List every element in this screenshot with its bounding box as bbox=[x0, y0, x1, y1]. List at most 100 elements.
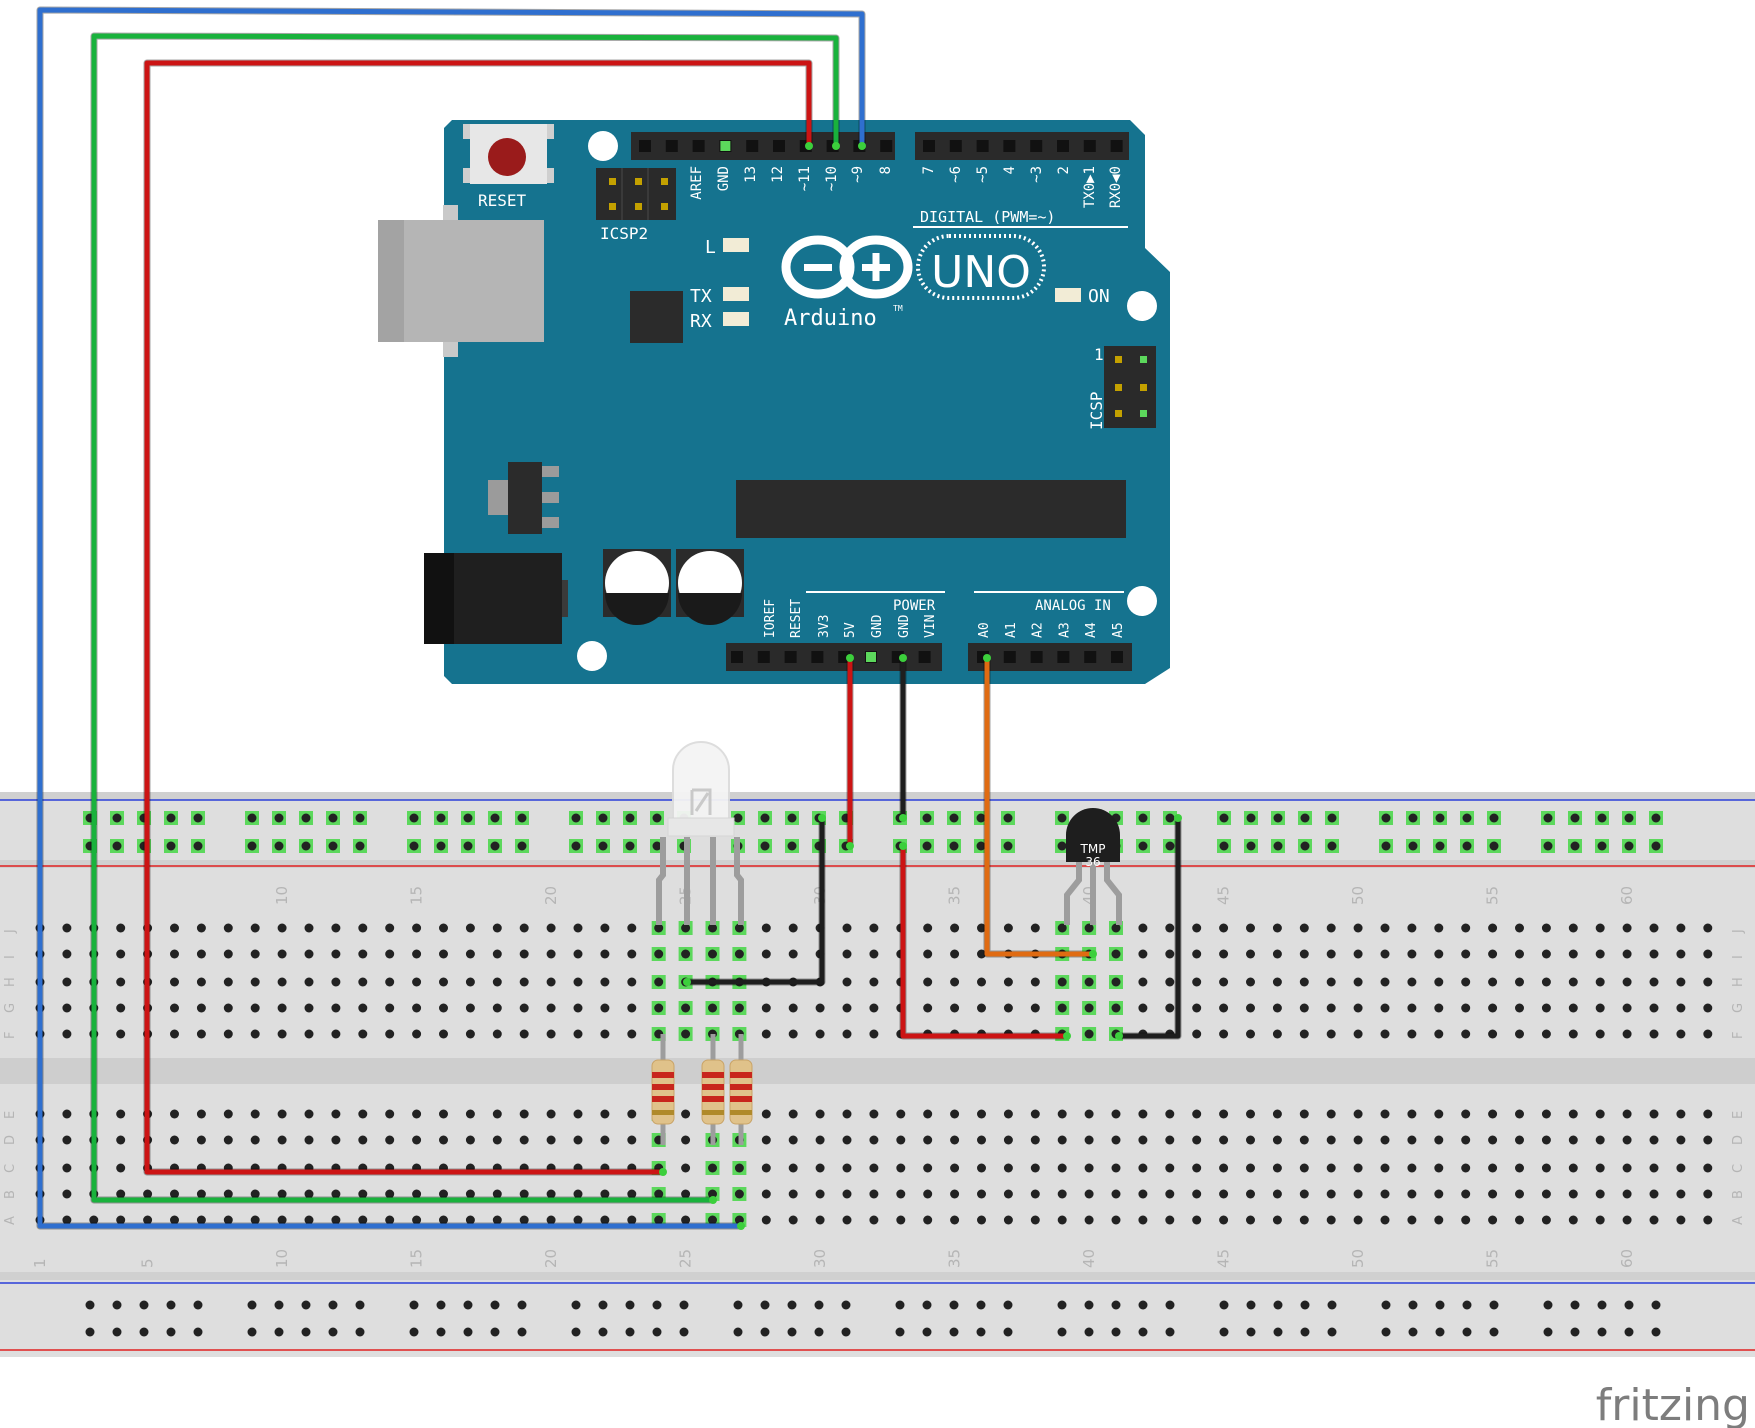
breadboard-center-channel bbox=[0, 1058, 1755, 1084]
wire-red-5v bbox=[847, 658, 1067, 1039]
icsp-header bbox=[1104, 346, 1156, 428]
board-pcb bbox=[444, 120, 1170, 684]
digital-pin-label: ~3 bbox=[1029, 166, 1045, 183]
digital-header-low bbox=[915, 132, 1129, 160]
power-pin-label: RESET bbox=[789, 599, 804, 638]
row-letter: G bbox=[1731, 1003, 1746, 1013]
voltage-regulator bbox=[488, 462, 559, 534]
digital-pin-label: RX0◀0 bbox=[1108, 166, 1124, 208]
column-number-bottom: 20 bbox=[542, 1249, 560, 1268]
led-tx-label: TX bbox=[690, 286, 712, 307]
rgb-led bbox=[656, 741, 744, 925]
wire-endpoint bbox=[1089, 950, 1097, 958]
sensor-label-1: TMP bbox=[1080, 842, 1106, 856]
analog-pin-label: A2 bbox=[1031, 622, 1046, 638]
column-number-top: 55 bbox=[1484, 886, 1502, 905]
column-number-bottom: 25 bbox=[677, 1249, 695, 1268]
row-letter: D bbox=[1731, 1135, 1746, 1145]
wire-orange-a0 bbox=[984, 658, 1093, 957]
wire-green-pin10 bbox=[91, 33, 839, 1203]
wire-endpoint bbox=[709, 1196, 717, 1204]
column-number-bottom: 10 bbox=[273, 1249, 291, 1268]
breadboard-holes bbox=[35, 811, 1713, 1337]
wire-endpoint bbox=[1063, 1032, 1071, 1040]
analog-pin-label: A3 bbox=[1057, 622, 1072, 638]
led-tx bbox=[723, 287, 749, 301]
wire-endpoint bbox=[983, 654, 991, 662]
arduino-logo-icon bbox=[781, 234, 1046, 300]
wire-red-pin11 bbox=[144, 60, 812, 1175]
wire-endpoint bbox=[858, 142, 866, 150]
resistor-band bbox=[730, 1084, 752, 1090]
resistor-band bbox=[702, 1096, 724, 1102]
row-letter: C bbox=[3, 1164, 18, 1173]
reset-button-cap bbox=[488, 138, 526, 176]
digital-pin-label: ~9 bbox=[850, 166, 866, 183]
wire-black-gnd bbox=[687, 658, 1181, 1039]
analog-pin-label: A1 bbox=[1004, 622, 1019, 638]
led-rx bbox=[723, 312, 749, 326]
icsp-pin1-label: 1 bbox=[1094, 345, 1104, 364]
power-label: POWER bbox=[893, 598, 936, 614]
analog-label: ANALOG IN bbox=[1035, 598, 1111, 614]
mounting-hole bbox=[577, 641, 607, 671]
icsp2-header bbox=[596, 168, 676, 220]
digital-label: DIGITAL (PWM=~) bbox=[920, 208, 1055, 226]
resistor-band bbox=[702, 1084, 724, 1090]
header-pins bbox=[639, 140, 1123, 663]
wire-endpoint bbox=[899, 842, 907, 850]
mounting-hole bbox=[1127, 586, 1157, 616]
wire-endpoint bbox=[659, 1168, 667, 1176]
digital-pin-label: AREF bbox=[689, 166, 705, 200]
power-pin-label: GND bbox=[870, 614, 885, 638]
led-l-label: L bbox=[705, 237, 716, 258]
wire-endpoint bbox=[1115, 1032, 1123, 1040]
digital-pin-label: 13 bbox=[743, 166, 759, 183]
wire-endpoint bbox=[846, 842, 854, 850]
wire-endpoint bbox=[846, 654, 854, 662]
capacitor bbox=[676, 549, 744, 625]
wire-endpoint bbox=[683, 978, 691, 986]
reset-button[interactable] bbox=[463, 124, 554, 184]
digital-pin-label: ~6 bbox=[948, 166, 964, 183]
row-letter: D bbox=[3, 1135, 18, 1145]
sensor-label-2: 36 bbox=[1085, 855, 1100, 869]
power-pin-label: VIN bbox=[923, 615, 938, 638]
column-number-top: 10 bbox=[273, 886, 291, 905]
model-label: UNO bbox=[931, 247, 1031, 298]
digital-pin-label: GND bbox=[716, 166, 732, 191]
resistor-band bbox=[652, 1084, 674, 1090]
icsp2-label: ICSP2 bbox=[600, 224, 648, 243]
wire-endpoint bbox=[899, 654, 907, 662]
digital-pin-label: ~5 bbox=[975, 166, 991, 183]
wires bbox=[36, 6, 1182, 1230]
wire-endpoint bbox=[805, 142, 813, 150]
digital-pin-label: 8 bbox=[878, 166, 894, 174]
resistor-band bbox=[730, 1110, 752, 1115]
column-number-top: 15 bbox=[408, 886, 426, 905]
digital-pin-label: 4 bbox=[1002, 166, 1018, 174]
column-number-bottom: 5 bbox=[139, 1258, 157, 1268]
column-number-bottom: 60 bbox=[1618, 1249, 1636, 1268]
resistor-band bbox=[652, 1072, 674, 1078]
brand-label: Arduino bbox=[784, 306, 877, 331]
analog-header bbox=[968, 643, 1132, 671]
resistor-band bbox=[702, 1072, 724, 1078]
column-number-bottom: 45 bbox=[1215, 1249, 1233, 1268]
resistor-band bbox=[730, 1072, 752, 1078]
digital-pin-label: ~10 bbox=[824, 166, 840, 191]
row-letter: F bbox=[3, 1032, 18, 1039]
column-number-bottom: 1 bbox=[31, 1258, 49, 1268]
row-letter: B bbox=[3, 1190, 18, 1199]
column-number-top: 60 bbox=[1618, 886, 1636, 905]
row-letter: E bbox=[3, 1111, 18, 1119]
wire-endpoint bbox=[1174, 814, 1182, 822]
column-number-bottom: 30 bbox=[811, 1249, 829, 1268]
led-l bbox=[723, 238, 749, 252]
usb-connector bbox=[378, 205, 544, 357]
icsp-label: ICSP bbox=[1087, 391, 1106, 430]
digital-pin-label: ~11 bbox=[797, 166, 813, 191]
column-number-bottom: 55 bbox=[1484, 1249, 1502, 1268]
